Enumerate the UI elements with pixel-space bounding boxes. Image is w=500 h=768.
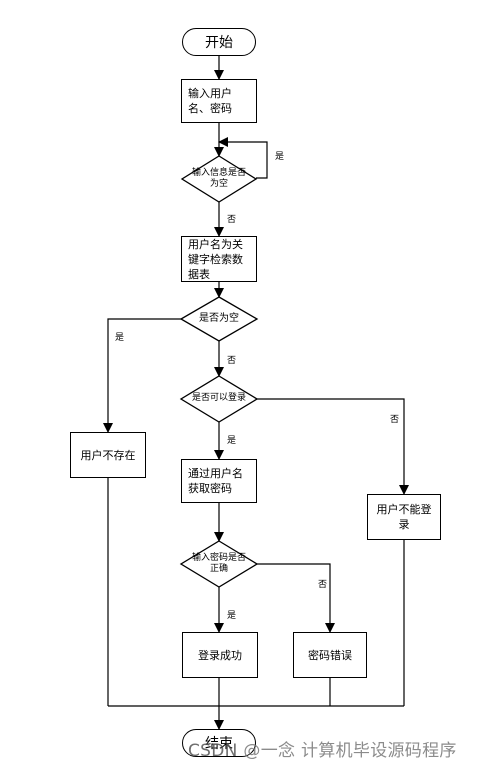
edge-check-yes-loop — [218, 137, 268, 179]
decision-result-empty-label: 是否为空 — [199, 313, 239, 324]
edge-label-check-no: 否 — [227, 215, 237, 225]
edge-label-empty-yes: 是 — [115, 333, 125, 343]
edge-empty-yes — [103, 318, 181, 433]
password-error-box: 密码错误 — [293, 632, 367, 678]
edge-can-login-no — [257, 398, 409, 495]
edge-label-empty-no: 否 — [227, 356, 237, 366]
decision-input-empty-label: 输入信息是否为空 — [191, 168, 246, 189]
watermark-handle: @一念 计算机毕设源码程序 — [243, 741, 457, 761]
edge-label-password-yes: 是 — [227, 611, 237, 621]
edge-label-password-no: 否 — [318, 580, 328, 590]
input-credentials-box: 输入用户名、密码 — [181, 79, 257, 123]
decision-result-empty — [179, 296, 259, 342]
edge-password-no — [257, 563, 335, 633]
csdn-watermark: CSDN @一念 计算机毕设源码程序 — [188, 736, 457, 761]
watermark-brand: CSDN — [188, 741, 238, 761]
user-not-exist-box: 用户不存在 — [70, 432, 146, 478]
edge-label-loop-yes: 是 — [275, 152, 285, 162]
edge-label-can-login-no: 否 — [390, 415, 400, 425]
end-terminal: 结束 — [182, 729, 256, 757]
decision-password-correct-label: 输入密码是否正确 — [191, 553, 246, 574]
cannot-login-box: 用户不能登录 — [367, 494, 441, 540]
search-table-box: 用户名为关键字检索数据表 — [181, 236, 257, 282]
get-password-box: 通过用户名获取密码 — [181, 459, 257, 503]
edge-label-can-login-yes: 是 — [227, 436, 237, 446]
decision-can-login — [179, 375, 259, 423]
decision-input-empty — [180, 155, 258, 203]
login-success-box: 登录成功 — [182, 632, 258, 678]
decision-password-correct — [179, 540, 259, 588]
decision-can-login-label: 是否可以登录 — [191, 393, 246, 403]
start-terminal: 开始 — [182, 28, 256, 56]
